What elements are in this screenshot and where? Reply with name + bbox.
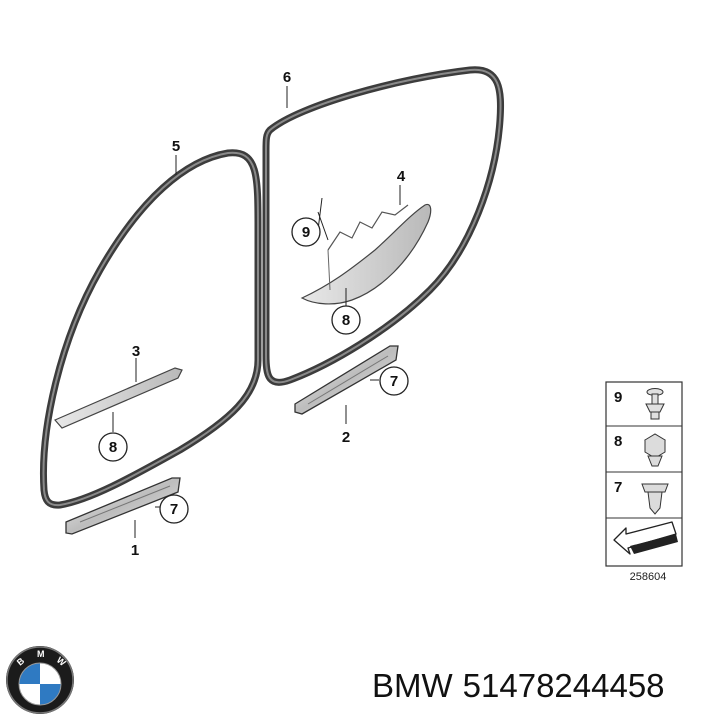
svg-text:7: 7	[390, 373, 398, 390]
expanding-rivet-icon	[641, 483, 669, 515]
callout-3: 3	[132, 343, 140, 360]
leader-lines	[112, 86, 401, 538]
diagram-reference-code: 258604	[630, 571, 667, 583]
callout-5: 5	[172, 138, 180, 155]
svg-text:9: 9	[614, 389, 622, 406]
push-clip-icon	[644, 433, 666, 467]
svg-text:8: 8	[109, 439, 117, 456]
svg-text:6: 6	[283, 69, 291, 86]
part-number: 51478244458	[462, 667, 665, 704]
fastener-legend: 9 8 7 258604	[605, 381, 683, 583]
callout-9: 9	[291, 217, 321, 247]
svg-text:1: 1	[131, 542, 139, 559]
rear-door-seal	[40, 149, 262, 509]
screw-clip-icon	[645, 388, 665, 420]
svg-text:8: 8	[342, 312, 350, 329]
callout-1: 1	[131, 542, 139, 559]
callout-7-rear: 7	[159, 494, 189, 524]
callout-4: 4	[397, 168, 406, 185]
svg-text:8: 8	[614, 433, 622, 450]
legend-item-8: 8	[614, 433, 666, 467]
svg-text:5: 5	[172, 138, 180, 155]
callout-8-front: 8	[331, 305, 361, 335]
rear-sill-cover	[65, 477, 181, 535]
brand-name: BMW	[372, 667, 453, 704]
callout-8-rear: 8	[98, 432, 128, 462]
svg-text:9: 9	[302, 224, 310, 241]
legend-item-9: 9	[614, 388, 665, 420]
svg-text:7: 7	[614, 479, 622, 496]
callout-2: 2	[342, 429, 350, 446]
svg-text:B: B	[15, 655, 27, 667]
front-trim-panel	[300, 203, 432, 305]
svg-text:2: 2	[342, 429, 350, 446]
svg-text:7: 7	[170, 501, 178, 518]
callout-7-front: 7	[379, 366, 409, 396]
svg-text:4: 4	[397, 168, 406, 185]
rear-trim-strip	[54, 367, 183, 429]
front-sill-cover	[294, 345, 399, 415]
legend-item-7: 7	[614, 479, 669, 515]
svg-text:M: M	[37, 649, 45, 659]
svg-text:3: 3	[132, 343, 140, 360]
front-door-seal	[262, 66, 505, 386]
callout-6: 6	[283, 69, 291, 86]
bmw-logo-icon: B M W	[6, 646, 74, 714]
direction-arrow-icon	[613, 521, 678, 555]
